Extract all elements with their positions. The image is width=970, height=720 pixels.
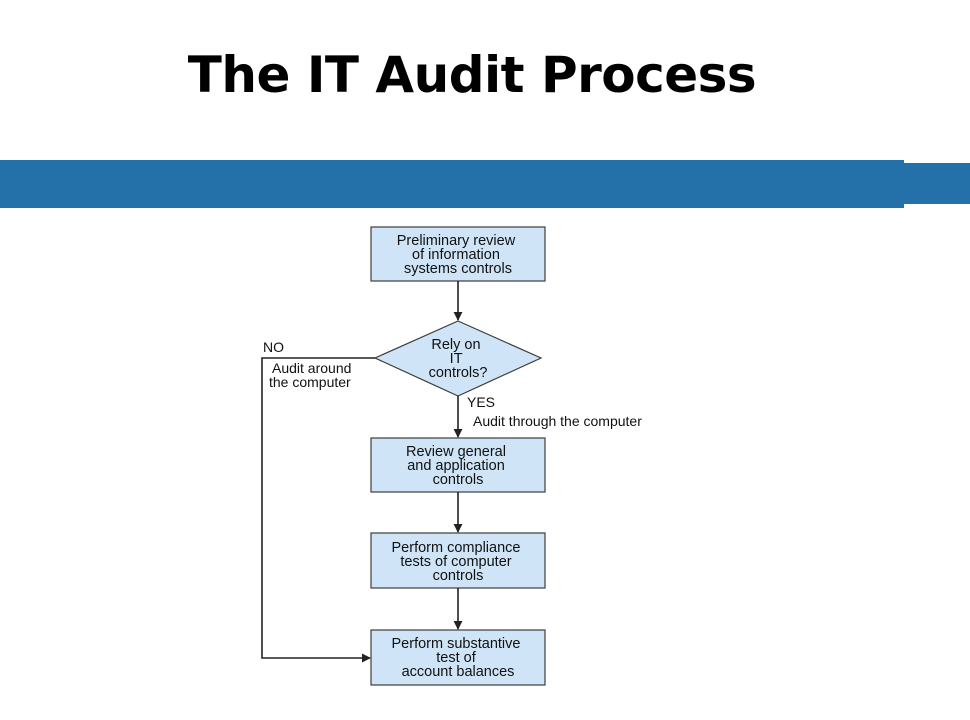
step2-text: Review general and application controls [406,444,510,488]
decision-text: Rely on IT controls? [429,337,488,381]
header-band-end [904,163,970,204]
substantive-test-box [370,629,546,686]
header-band [0,160,904,208]
step1-text: Preliminary review of information system… [397,233,519,277]
review-controls-box [370,437,546,493]
audit-around-note: Audit around the computer [269,360,355,390]
step3-text: Perform compliance tests of computer con… [392,540,525,584]
no-label: NO [263,339,284,355]
yes-label: YES [467,394,495,410]
step4-text: Perform substantive test of account bala… [392,636,525,680]
compliance-tests-box [370,532,546,589]
page-title: The IT Audit Process [187,46,757,104]
audit-through-note: Audit through the computer [473,413,642,429]
arrow-no-path [261,357,375,663]
preliminary-review-box [370,226,546,282]
